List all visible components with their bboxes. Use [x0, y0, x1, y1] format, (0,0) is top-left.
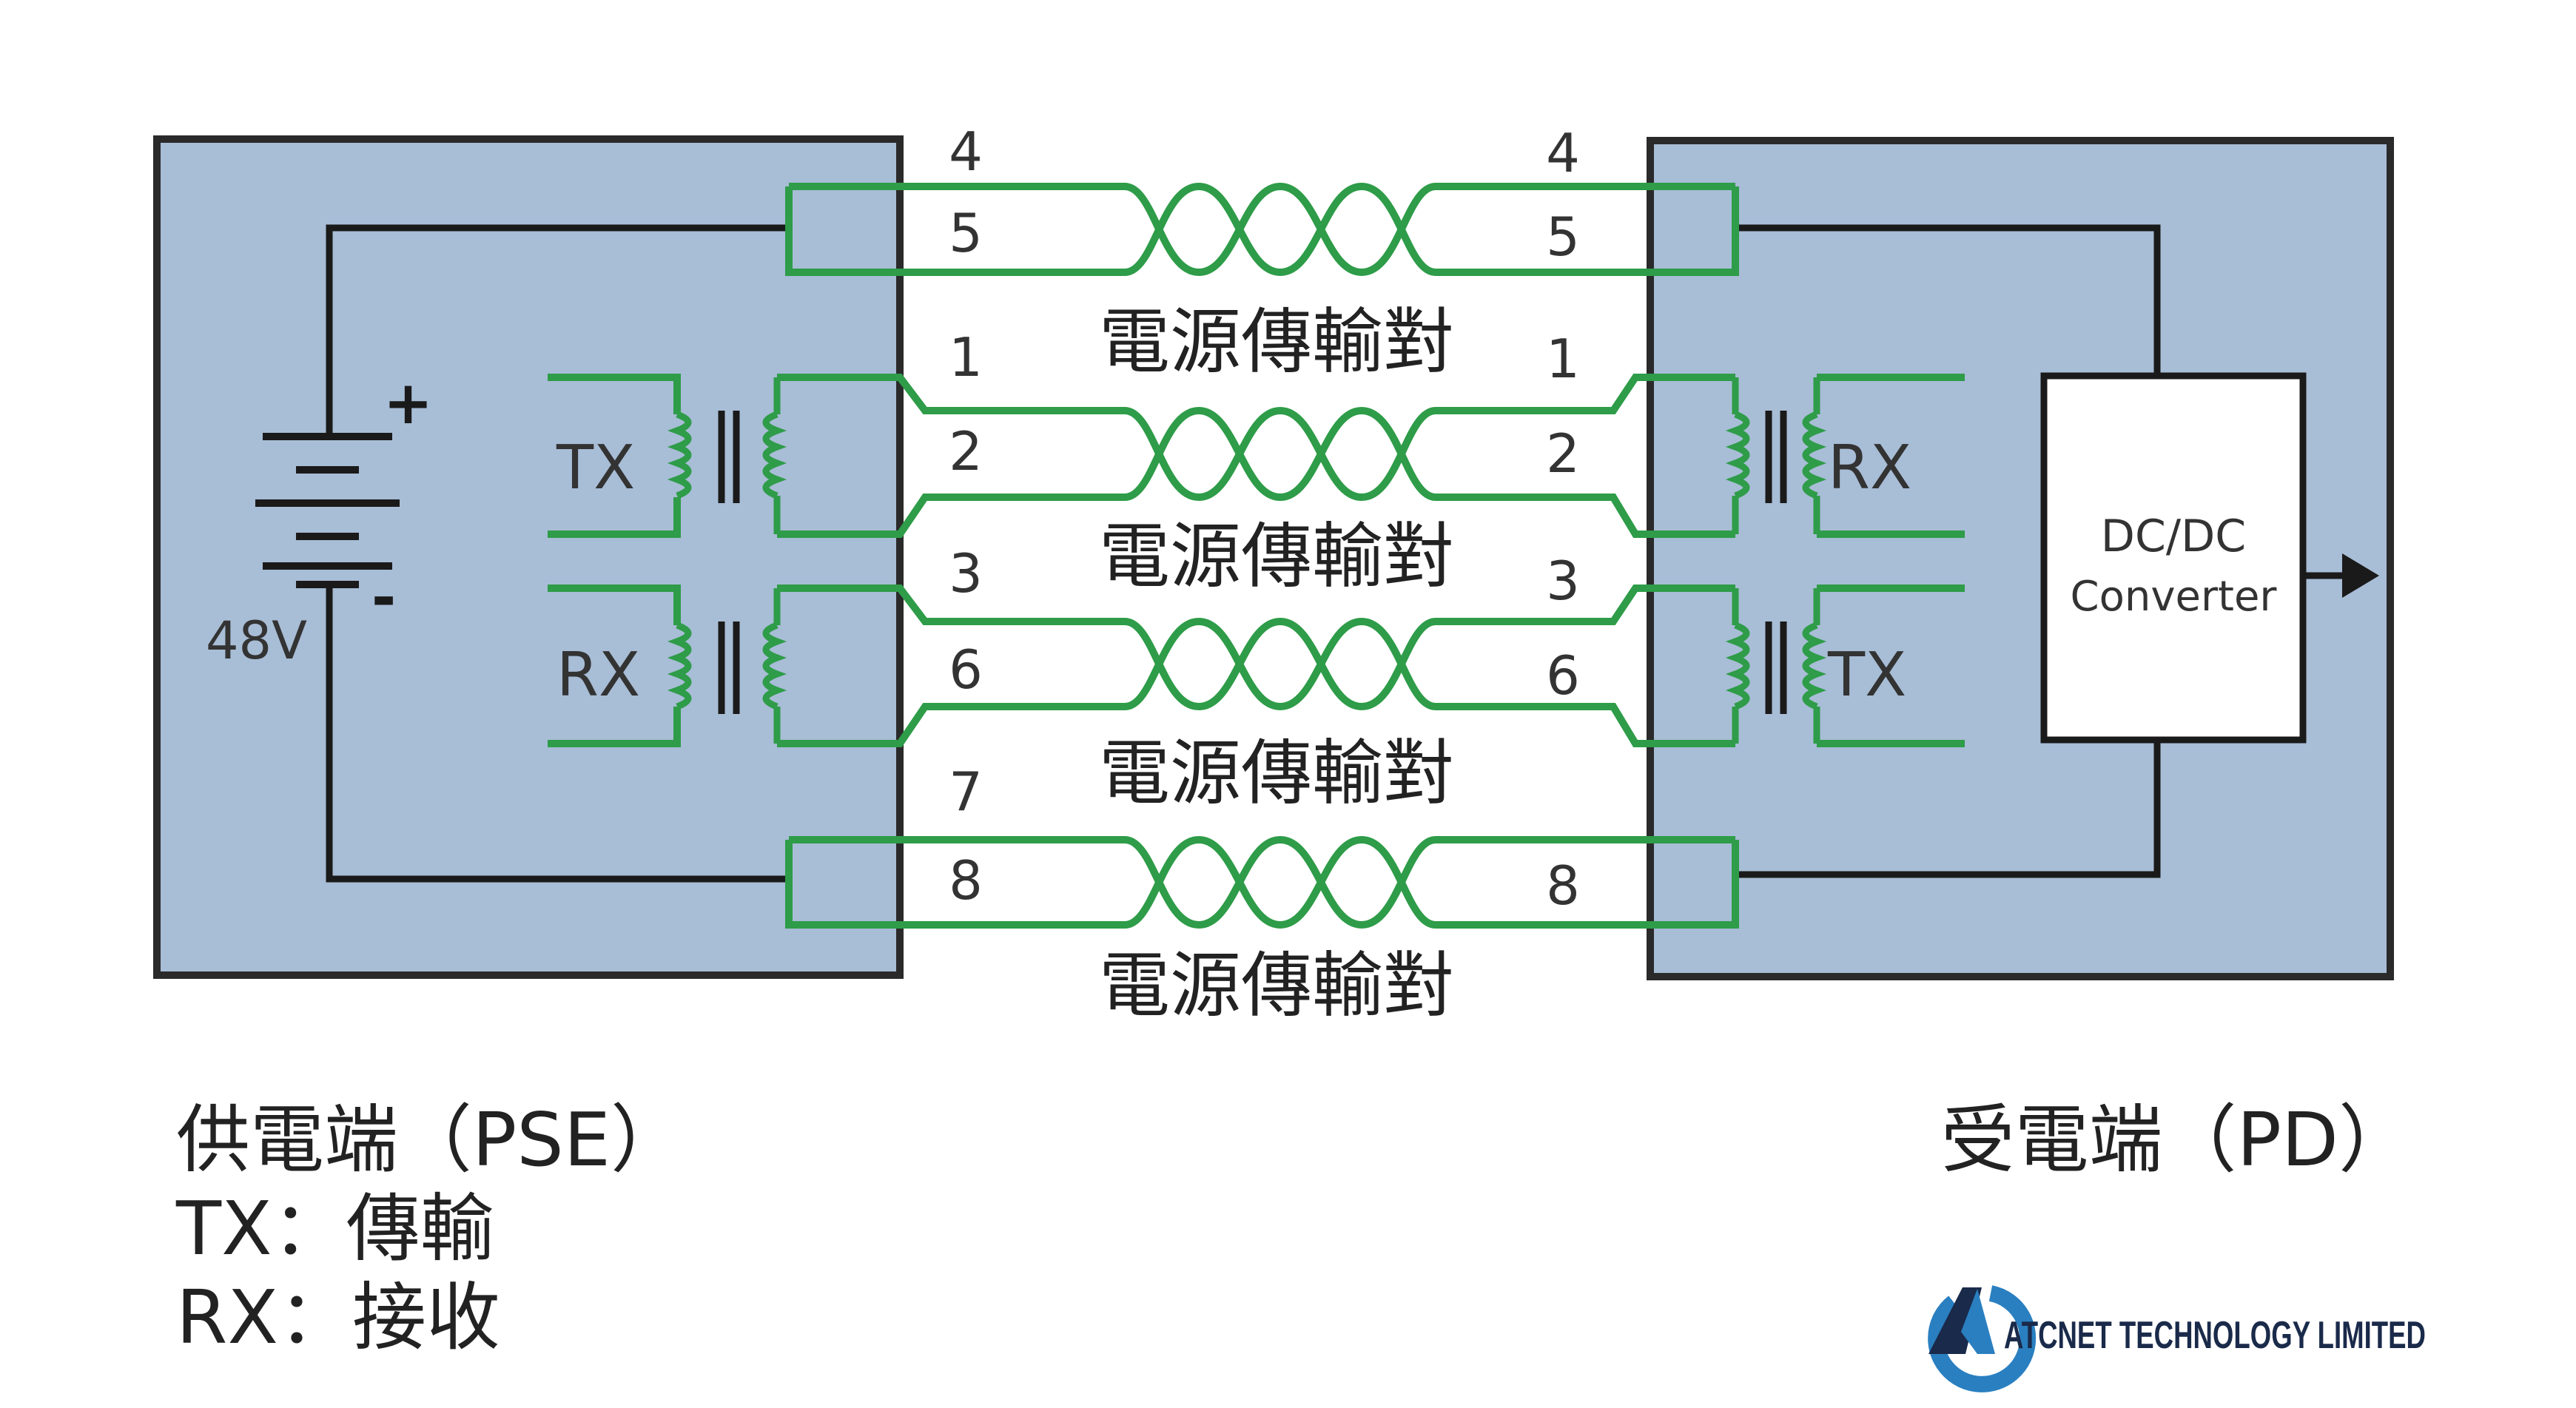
pd-rx-label: RX	[1828, 433, 1911, 503]
pse-tx-transformer	[667, 377, 787, 534]
pin-right-3: 3	[1546, 550, 1580, 612]
pd-tx-transformer	[1725, 588, 1827, 744]
tx-definition: TX：傳輸	[175, 1185, 494, 1272]
battery-plus: +	[383, 368, 433, 437]
pin-left-4: 4	[949, 121, 983, 183]
pd-rx-transformer	[1725, 377, 1827, 534]
pin-left-1: 1	[949, 326, 983, 388]
converter-line1: DC/DC	[2101, 511, 2246, 562]
pair-label-1: 電源傳輸對	[1099, 300, 1454, 383]
company-name: ATCNET TECHNOLOGY LIMITED	[2004, 1314, 2426, 1357]
pd-power-wiring	[1735, 224, 2161, 878]
pin-left-3: 3	[949, 542, 983, 604]
battery-minus: -	[371, 563, 396, 632]
battery-voltage: 48V	[206, 610, 307, 671]
pins-right: 4 5 1 2 3 6 8	[1546, 122, 1580, 917]
pd-tx-label: TX	[1827, 640, 1906, 710]
pin-right-6: 6	[1546, 644, 1580, 707]
pse-rx-label: RX	[556, 640, 640, 710]
pin-right-5: 5	[1546, 206, 1580, 268]
pin-left-6: 6	[949, 639, 983, 701]
pin-right-8: 8	[1546, 855, 1580, 917]
rx-definition: RX：接收	[176, 1274, 500, 1361]
atcnet-logo-icon	[1928, 1285, 2037, 1392]
pse-tx-label: TX	[556, 433, 635, 503]
battery-wiring	[326, 224, 789, 883]
pin-left-7: 7	[949, 761, 983, 823]
dc-dc-converter	[2040, 372, 2307, 744]
pair-labels: 電源傳輸對 電源傳輸對 電源傳輸對 電源傳輸對	[1099, 300, 1454, 1027]
pin-right-2: 2	[1546, 422, 1580, 485]
battery-icon	[255, 433, 400, 588]
output-arrow-icon	[2342, 553, 2379, 598]
pin-left-5: 5	[949, 202, 983, 264]
pin-right-4: 4	[1546, 122, 1580, 184]
pin-left-2: 2	[949, 420, 983, 482]
pse-rx-transformer	[667, 588, 787, 744]
pse-box	[153, 135, 904, 979]
pair-label-2: 電源傳輸對	[1099, 515, 1454, 598]
pins-left: 4 5 1 2 3 6 7 8	[949, 121, 983, 912]
pse-title: 供電端（PSE）	[176, 1097, 685, 1183]
pin-left-8: 8	[949, 849, 983, 912]
twisted-pairs	[548, 182, 1965, 929]
converter-line2: Converter	[2071, 573, 2278, 621]
pin-right-1: 1	[1546, 328, 1580, 390]
pd-title: 受電端（PD）	[1941, 1097, 2412, 1183]
pair-label-3: 電源傳輸對	[1099, 732, 1454, 815]
pair-label-4: 電源傳輸對	[1099, 944, 1454, 1027]
